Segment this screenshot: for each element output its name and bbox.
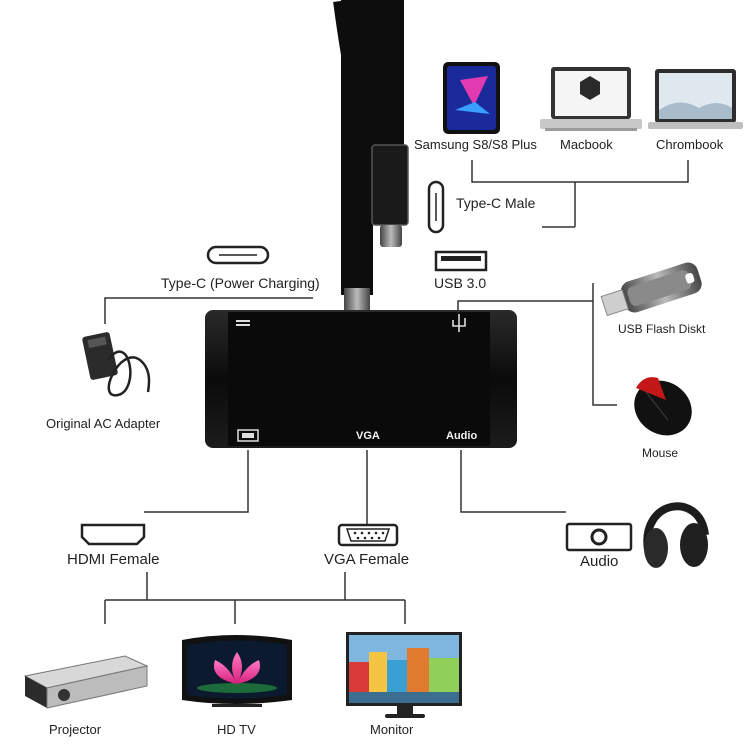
- label-hdtv: HD TV: [217, 722, 256, 737]
- label-usb-flash: USB Flash Diskt: [618, 322, 706, 336]
- port-label-vga: VGA: [356, 430, 380, 442]
- smartphone-icon: [443, 62, 500, 134]
- label-monitor: Monitor: [370, 722, 414, 737]
- label-macbook: Macbook: [560, 137, 613, 152]
- mouse-icon: [634, 377, 692, 436]
- projector-icon: [23, 655, 149, 709]
- label-mouse: Mouse: [642, 446, 679, 460]
- label-audio: Audio: [580, 553, 619, 570]
- chromebook-icon: [648, 69, 743, 129]
- laptop-icon: [540, 67, 642, 131]
- monitor-icon: [346, 632, 462, 718]
- tv-icon: [182, 635, 292, 707]
- usb-port-icon: [434, 250, 488, 272]
- label-samsung: Samsung S8/S8 Plus: [414, 137, 537, 152]
- vga-port-icon: [337, 523, 399, 547]
- label-type-c-male: Type-C Male: [456, 195, 536, 211]
- audio-jack-icon: [565, 522, 633, 552]
- hdmi-port-icon: [80, 523, 146, 546]
- label-chromebook: Chrombook: [656, 137, 724, 152]
- usb-c-cable: [333, 0, 409, 310]
- usb-flash-drive-icon: [600, 262, 702, 317]
- headphones-icon: [643, 502, 709, 568]
- label-type-c-charging: Type-C (Power Charging): [161, 275, 320, 291]
- connection-lines: [104, 160, 689, 624]
- label-projector: Projector: [49, 722, 102, 737]
- hub-body: [205, 310, 517, 448]
- port-label-audio: Audio: [446, 430, 478, 442]
- label-hdmi-female: HDMI Female: [67, 551, 160, 568]
- label-vga-female: VGA Female: [324, 551, 410, 568]
- ac-adapter-icon: [82, 332, 151, 397]
- type-c-male-icon: [427, 180, 445, 234]
- type-c-port-icon: [206, 245, 270, 265]
- label-ac-adapter: Original AC Adapter: [46, 416, 161, 431]
- label-usb3: USB 3.0: [434, 275, 487, 291]
